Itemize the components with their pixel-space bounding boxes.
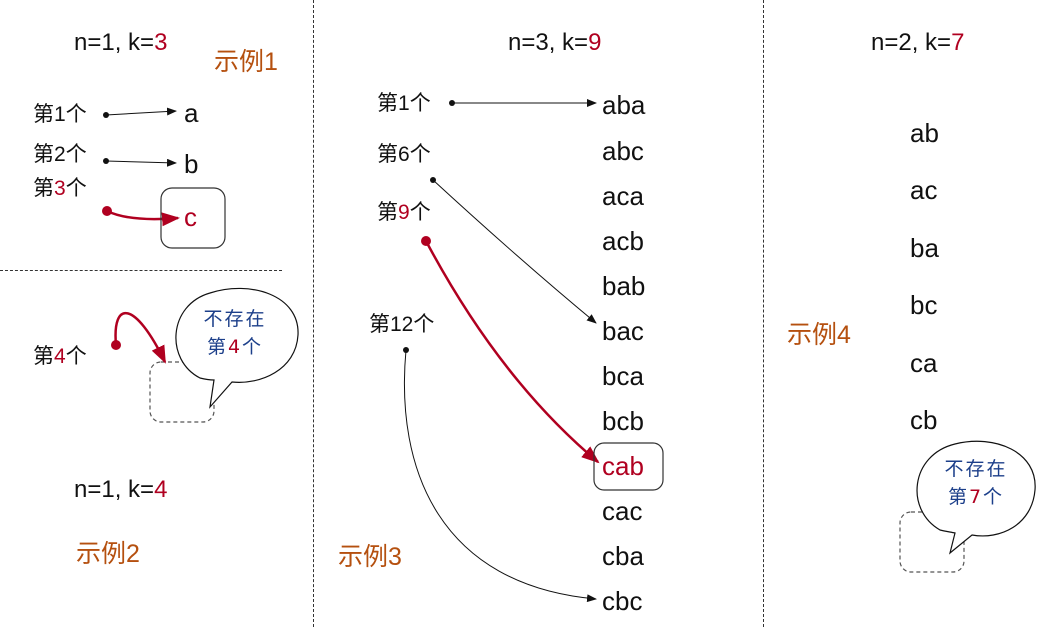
example4-label: 示例4 [787,321,851,349]
rank-label-target: 第4个 [33,345,87,368]
rank-label-target: 第3个 [33,177,87,200]
rank-label: 第1个 [377,92,431,115]
rank-label: 第12个 [369,313,435,336]
example4-params: n=2, k=7 [871,29,965,56]
string-item: ac [910,175,938,205]
divider-horizontal [0,270,282,271]
rank-label: 第6个 [377,143,431,166]
string-item: cac [602,496,643,526]
string-item: ba [910,233,939,263]
string-item: a [184,98,199,128]
string-item: abc [602,136,644,166]
example3-label: 示例3 [338,543,402,571]
string-item: bc [910,290,938,320]
string-item: acb [602,226,644,256]
string-item: b [184,149,199,179]
example3-arrows [403,99,664,603]
rank-label: 第1个 [33,103,87,126]
example2-graphics [111,287,299,423]
bubble-text: 不存在 第4个 [203,308,267,358]
example4-graphics [899,440,1036,573]
rank-label: 第2个 [33,143,87,166]
rank-label-target: 第9个 [377,201,431,224]
result-box-cab [593,442,664,491]
string-item: bcb [602,406,644,436]
example2-label: 示例2 [76,540,140,568]
example3-params: n=3, k=9 [508,29,602,56]
example1-params: n=1, k=3 [74,29,168,56]
string-item: bca [602,361,644,391]
string-item: ab [910,118,939,148]
string-item: cbc [602,586,643,616]
example1-arrows [102,107,226,249]
string-item: ca [910,348,938,378]
result-box-c [160,187,226,249]
divider-vertical-2 [763,0,764,627]
bubble-text: 不存在 第7个 [944,458,1008,508]
string-item-result: c [184,202,197,232]
string-item: cba [602,541,644,571]
string-item: aba [602,90,646,120]
divider-vertical-1 [313,0,314,627]
string-item: cb [910,405,938,435]
string-item: aca [602,181,644,211]
example1-label: 示例1 [214,48,278,76]
string-item-result: cab [602,451,644,481]
example2-params: n=1, k=4 [74,476,168,503]
speech-bubble [175,287,299,409]
string-item: bab [602,271,646,301]
string-item: bac [602,316,644,346]
speech-bubble [916,440,1036,555]
